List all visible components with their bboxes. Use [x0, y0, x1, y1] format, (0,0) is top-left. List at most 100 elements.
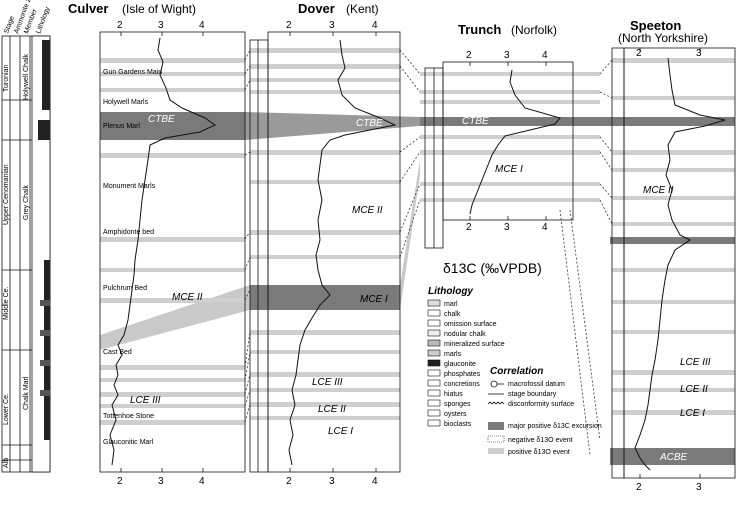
dover-tick-bot-3: 3 — [329, 476, 335, 487]
legend-swatch-major-positive — [488, 422, 504, 430]
marker-pulchrum-bed: Pulchrum Bed — [103, 285, 147, 292]
speeton-tick-bot-3: 3 — [696, 482, 702, 493]
dover-lce2-label: LCE II — [318, 404, 346, 415]
light-bands — [100, 48, 735, 425]
legend-lithology-items: marl chalk omission surface nodular chal… — [444, 301, 505, 428]
speeton-tick-bot-2: 2 — [636, 482, 642, 493]
dover-lce3-label: LCE III — [312, 377, 343, 388]
marker-tottenhoe-stone: Tottenhoe Stone — [103, 413, 154, 420]
trunch-tick-bot-3: 3 — [504, 222, 510, 233]
culver-tick-top-4: 4 — [199, 20, 205, 31]
dover-axis-ticks — [289, 32, 377, 472]
culver-tick-top-3: 3 — [158, 20, 164, 31]
stage-middle-cenomanian: Middle Ce. — [3, 286, 10, 320]
dover-plot-frame — [267, 31, 401, 473]
legend-nodular-chalk: nodular chalk — [444, 331, 486, 338]
legend-concretions: concretions — [444, 381, 480, 388]
speeton-tick-top-2: 2 — [636, 48, 642, 59]
header-lithology: Lithology — [35, 5, 51, 34]
legend-swatch-positive — [488, 448, 504, 454]
legend-chalk: chalk — [444, 311, 461, 318]
dover-mce2-label: MCE II — [352, 205, 383, 216]
marker-cast-bed: Cast Bed — [103, 349, 132, 356]
culver-strat-columns — [1, 35, 51, 473]
legend-oysters: oysters — [444, 411, 467, 418]
speeton-carbon-isotope-curve — [634, 57, 726, 471]
trunch-ctbe-label: CTBE — [462, 116, 489, 127]
trunch-tick-bot-2: 2 — [466, 222, 472, 233]
legend-swatch-negative — [487, 435, 505, 443]
dover-tick-top-3: 3 — [329, 20, 335, 31]
culver-plot-frame — [99, 31, 246, 473]
legend-correlation-symbols — [487, 380, 505, 405]
member-holywell: Holywell Chalk — [23, 54, 30, 100]
dover-lce1-label: LCE I — [328, 426, 353, 437]
band-mce1-right — [400, 160, 420, 310]
member-chalk-marl: Chalk Marl — [23, 376, 30, 410]
axis-tick-labels: 2 3 4 2 3 4 2 3 4 2 3 4 2 3 4 2 3 4 2 3 … — [117, 20, 702, 493]
marker-gun-gardens: Gun Gardens Main — [103, 69, 162, 76]
stage-lower-cenomanian: Lower Ce. — [3, 393, 10, 425]
band-ctbe-speeton — [600, 117, 735, 126]
culver-tick-bot-2: 2 — [117, 476, 123, 487]
legend: Lithology marl chalk omission surface no… — [427, 286, 602, 456]
culver-tick-bot-3: 3 — [158, 476, 164, 487]
legend-glauconite: glauconite — [444, 361, 476, 368]
marker-amphidonte-bed: Amphidonte bed — [103, 229, 154, 236]
marker-plenus-marl: Plenus Marl — [103, 123, 140, 130]
correlation-lines — [244, 49, 613, 456]
legend-bioclasts: bioclasts — [444, 421, 472, 428]
speeton-title: Speeton — [630, 18, 681, 33]
trunch-plot-frame — [442, 61, 574, 221]
culver-tick-bot-4: 4 — [199, 476, 205, 487]
marker-bed-labels: Gun Gardens Main Holywell Marls Plenus M… — [103, 69, 162, 446]
legend-stage-boundary: stage boundary — [508, 391, 557, 398]
stage-turonian: Turonian — [3, 65, 10, 92]
legend-phosphates: phosphates — [444, 371, 481, 378]
legend-omission-surface: omission surface — [444, 321, 497, 328]
legend-lithology-title: Lithology — [428, 286, 473, 297]
member-grey-chalk: Grey Chalk — [23, 184, 30, 220]
trunch-strat-columns — [424, 67, 444, 249]
culver-carbon-isotope-curve — [109, 37, 216, 466]
legend-macrofossil-datum: macrofossil datum — [508, 381, 565, 388]
band-mce1-dark — [250, 285, 400, 310]
dover-title: Dover — [298, 1, 335, 16]
culver-axis-ticks — [120, 32, 204, 472]
band-ctbe-link — [245, 112, 420, 140]
dover-tick-top-4: 4 — [372, 20, 378, 31]
legend-hiatus: hiatus — [444, 391, 463, 398]
speeton-mce2-label: MCE II — [643, 185, 674, 196]
dover-tick-bot-4: 4 — [372, 476, 378, 487]
culver-mce2-label: MCE II — [172, 292, 203, 303]
marker-glauconitic-marl: Glauconitic Marl — [103, 439, 154, 446]
trunch-tick-top-2: 2 — [466, 50, 472, 61]
culver-lce3-label: LCE III — [130, 395, 161, 406]
dover-location: (Kent) — [346, 2, 379, 16]
legend-lithology-swatches — [427, 299, 441, 427]
legend-marls: marls — [444, 351, 462, 358]
culver-lithology-column — [31, 35, 51, 473]
trunch-axis-ticks — [469, 62, 547, 220]
dover-tick-top-2: 2 — [286, 20, 292, 31]
marker-holywell-marls: Holywell Marls — [103, 99, 149, 106]
culver-tick-top-2: 2 — [117, 20, 123, 31]
speeton-tick-top-3: 3 — [696, 48, 702, 59]
trunch-mce1-label: MCE I — [495, 164, 523, 175]
legend-negative-event: negative δ13O event — [508, 437, 573, 444]
stage-albian: Alb — [3, 458, 10, 468]
legend-sponges: sponges — [444, 401, 471, 408]
dover-carbon-isotope-curve — [288, 39, 397, 466]
dover-mce1-label: MCE I — [360, 294, 388, 305]
trunch-tick-top-3: 3 — [504, 50, 510, 61]
speeton-lce3-label: LCE III — [680, 357, 711, 368]
trunch-carbon-isotope-curve — [469, 69, 561, 215]
speeton-acbe-label: ACBE — [659, 452, 688, 463]
trunch-title: Trunch — [458, 22, 501, 37]
speeton-lce1-label: LCE I — [680, 408, 705, 419]
culver-location: (Isle of Wight) — [122, 2, 196, 16]
legend-mineralized-surface: mineralized surface — [444, 341, 505, 348]
event-labels: CTBE CTBE CTBE MCE II MCE II MCE II MCE … — [130, 114, 711, 463]
speeton-plot-frame — [623, 47, 736, 479]
band-acbe-dark — [610, 448, 735, 465]
